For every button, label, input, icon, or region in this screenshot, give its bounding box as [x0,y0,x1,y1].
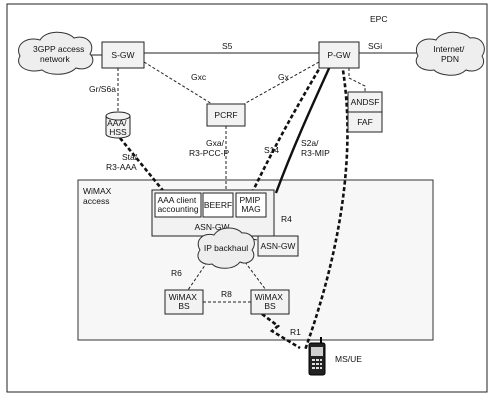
gxa-label: Gxa/ R3-PCC-P [189,138,229,158]
sta-label: Sta/ R3-AAA [106,152,140,172]
pmip-mag-line2: MAG [241,204,260,214]
cloud-ip-backhaul [197,227,255,269]
s2a-line2: R3-MIP [301,148,330,158]
link-gxc [143,61,213,105]
internet-line1: Internet/ [433,44,465,54]
pgw-node [318,41,360,69]
wimax-access-label-line1: WiMAX [83,186,112,196]
gxc-label: Gxc [191,72,207,82]
aaa-hss-label: AAA/ HSS [107,118,129,137]
sgi-label: SGi [368,41,382,51]
gxa-line2: R3-PCC-P [189,148,229,158]
s2a-line1: S2a/ [301,138,319,148]
wimax-access-label-line2: access [83,196,109,206]
msue-label: MS/UE [335,354,362,364]
bs1-label: WiMAX BS [169,292,200,311]
asn-gw-2-node [257,235,299,257]
link-s2a [274,63,333,194]
r4-label: R4 [281,214,292,224]
pgw-label: P-GW [327,50,350,60]
bs2-line2: BS [264,301,276,311]
s5-label: S5 [222,41,233,51]
sgw-node [101,41,145,69]
bs1-node [164,289,204,315]
sgw-label: S-GW [111,50,134,60]
phone-icon [308,337,326,376]
internet-line2: PDN [441,54,459,64]
link-s14 [250,63,324,194]
ip-backhaul-label: IP backhaul [204,243,248,253]
aaa-hss-node [105,116,131,139]
s2a-label: S2a/ R3-MIP [301,138,330,158]
aaa-client-node [154,192,202,218]
asn-gw-main-label: ASN-GW [195,222,230,232]
r8-label: R8 [221,289,232,299]
pmip-mag-line1: PMIP [239,195,260,205]
s14-label: S14 [264,145,279,155]
access-3gpp-label: 3GPP access network [33,44,87,64]
wimax-access-label: WiMAX access [83,186,114,206]
link-sta [118,137,167,194]
epc-label: EPC [370,14,387,24]
beerf-label: BEERF [204,200,232,210]
beerf-node [202,192,234,218]
bs1-line1: WiMAX [169,292,198,302]
cloud-internet [415,31,485,76]
r1-label: R1 [290,327,301,337]
pmip-mag-label: PMIP MAG [239,195,262,214]
bs2-label: WiMAX BS [255,292,286,311]
bs2-node [250,289,290,315]
internet-label: Internet/ PDN [433,44,467,64]
sta-line1: Sta/ [122,152,138,162]
link-r1-radio [261,312,301,350]
link-pgw-andsf [348,68,366,92]
pmip-mag-node [235,192,267,218]
faf-node [347,111,383,133]
r6-label: R6 [171,268,182,278]
bs1-line2: BS [178,301,190,311]
bs2-line1: WiMAX [255,292,284,302]
access-3gpp-line1: 3GPP access [33,44,84,54]
aaa-hss-top [105,111,131,121]
sta-line2: R3-AAA [106,162,137,172]
access-3gpp-line2: network [40,54,71,64]
link-msue-pgw [303,63,349,351]
aaa-client-line1: AAA client [157,195,196,205]
gxa-line1: Gxa/ [206,138,225,148]
andsf-label: ANDSF [351,97,380,107]
asn-gw-2-label: ASN-GW [261,241,296,251]
aaa-hss-line1: AAA/ [107,118,127,128]
gx-label: Gx [278,72,290,82]
aaa-client-label: AAA client accounting [157,195,198,214]
link-gx [243,61,320,105]
aaa-hss-line2: HSS [109,127,127,137]
aaa-client-line2: accounting [157,204,198,214]
gr-s6a-label: Gr/S6a [89,84,116,94]
pcrf-label: PCRF [214,110,237,120]
faf-label: FAF [357,117,373,127]
cloud-3gpp-access [18,31,94,75]
pcrf-node [206,103,246,127]
